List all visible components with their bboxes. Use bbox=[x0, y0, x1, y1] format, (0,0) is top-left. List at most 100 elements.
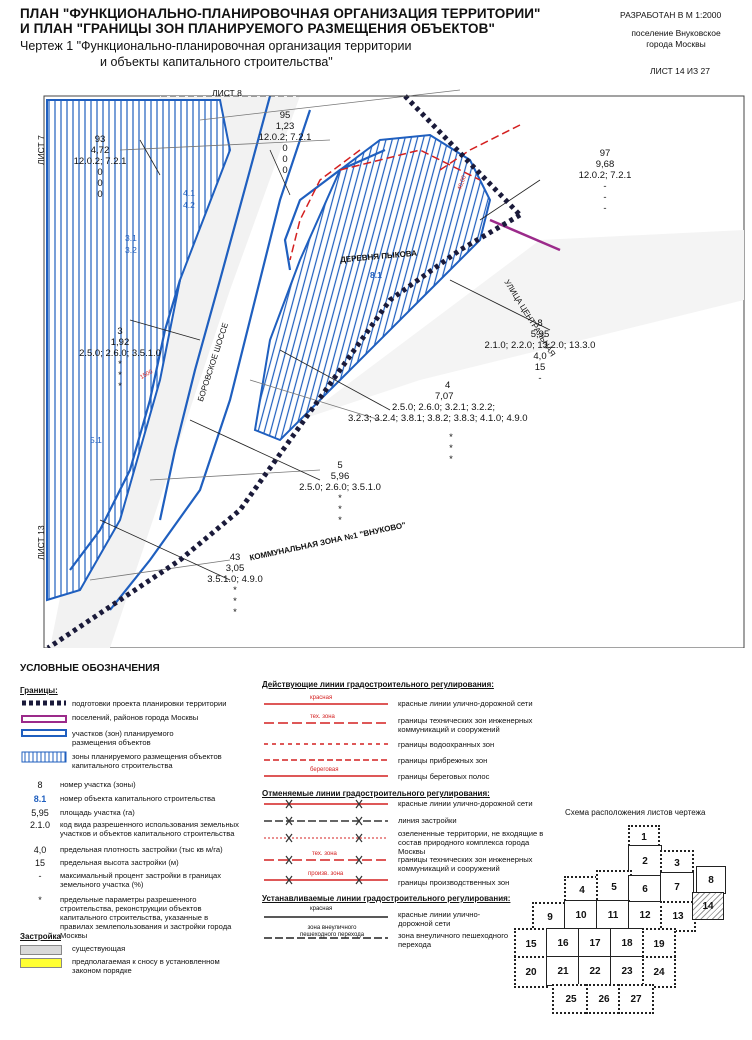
legend-border-settlement: поселений, районов города Москвы bbox=[72, 713, 199, 722]
sheet-cell-25[interactable]: 25 bbox=[552, 984, 590, 1014]
zone-param: * bbox=[233, 585, 237, 596]
sheet-cell-23[interactable]: 23 bbox=[610, 956, 644, 986]
legend-sym: * bbox=[38, 895, 42, 905]
sheet-cell-19[interactable]: 19 bbox=[642, 928, 676, 960]
zone-param: * bbox=[233, 596, 237, 607]
legend-cancel-head: Отменяемые линии градостроительного регу… bbox=[262, 789, 490, 798]
place-line-2: города Москвы bbox=[646, 39, 706, 49]
zone-label-43[interactable]: 43 3,05 3.5.1.0; 4.9.0 * * * bbox=[190, 552, 280, 618]
sheet-cell-24[interactable]: 24 bbox=[642, 956, 676, 988]
legend-build-demolish-swatch bbox=[20, 958, 62, 968]
sheet-cell-26[interactable]: 26 bbox=[586, 984, 622, 1014]
zone-num: 93 bbox=[94, 134, 106, 145]
zone-param: * bbox=[233, 607, 237, 618]
zone-label-93[interactable]: 93 4,72 12.0.2; 7.2.1 0 0 0 bbox=[60, 134, 140, 200]
sheet-cell-18[interactable]: 18 bbox=[610, 928, 644, 958]
zone-param: 0 bbox=[97, 167, 103, 178]
project-boundary-north bbox=[403, 94, 522, 217]
zone-param: * bbox=[449, 454, 453, 465]
sheet-ref-8[interactable]: ЛИСТ 8 bbox=[212, 88, 242, 98]
legend-sym: - bbox=[38, 871, 42, 881]
zone-area: 5,96 bbox=[330, 471, 350, 482]
sheet-cell-7[interactable]: 7 bbox=[660, 872, 694, 903]
sheet-cell-16[interactable]: 16 bbox=[546, 928, 580, 958]
zone-param: - bbox=[603, 192, 607, 203]
legend-sym: 4,0 bbox=[33, 845, 47, 855]
sheet-cell-5[interactable]: 5 bbox=[596, 870, 632, 904]
zone-codes: 12.0.2; 7.2.1 bbox=[258, 132, 312, 143]
sheet-cell-15[interactable]: 15 bbox=[514, 928, 548, 960]
sheet-cell-3[interactable]: 3 bbox=[660, 850, 694, 876]
legend-set-item: зона внеуличного пешеходного перехода bbox=[398, 931, 509, 949]
sheet-number: ЛИСТ 14 ИЗ 27 bbox=[650, 66, 710, 76]
sheet-cell-1[interactable]: 1 bbox=[628, 825, 660, 849]
zone-codes: 2.1.0; 2.2.0; 13.2.0; 13.3.0 bbox=[484, 340, 596, 351]
sheet-cell-17[interactable]: 17 bbox=[578, 928, 612, 958]
object-label: 4.2 bbox=[183, 200, 195, 210]
zone-param: * bbox=[338, 504, 342, 515]
legend-tag: тех. зона bbox=[310, 714, 335, 720]
legend-cancel-item: линия застройки bbox=[398, 816, 457, 825]
sheet-ref-13[interactable]: ЛИСТ 13 bbox=[36, 525, 46, 560]
zone-label-97[interactable]: 97 9,68 12.0.2; 7.2.1 - - - bbox=[565, 148, 645, 214]
zone-num: 4 bbox=[445, 380, 451, 391]
legend-tag: красная bbox=[310, 906, 333, 912]
object-label: 8.1 bbox=[370, 270, 382, 280]
zone-num: 8 bbox=[537, 318, 543, 329]
zone-label-4[interactable]: 4 7,07 2.5.0; 2.6.0; 3.2.1; 3.2.2; 3.2.3… bbox=[330, 380, 580, 424]
legend-sym-text: предельные параметры разрешенного строит… bbox=[60, 895, 232, 940]
legend-sym-text: максимальный процент застройки в граница… bbox=[60, 871, 222, 889]
sheet-cell-9[interactable]: 9 bbox=[532, 902, 568, 932]
legend-tag: красная bbox=[310, 695, 333, 701]
sheet-cell-6[interactable]: 6 bbox=[628, 875, 662, 903]
zone-label-8[interactable]: 8 5,95 2.1.0; 2.2.0; 13.2.0; 13.3.0 4,0 … bbox=[470, 318, 610, 384]
zone-area: 4,72 bbox=[90, 145, 110, 156]
legend-active-head: Действующие линии градостроительного рег… bbox=[262, 680, 494, 689]
title-line-1: ПЛАН "ФУНКЦИОНАЛЬНО-ПЛАНИРОВОЧНАЯ ОРГАНИ… bbox=[20, 6, 541, 21]
hatched-zone-east bbox=[253, 133, 492, 442]
legend-title: УСЛОВНЫЕ ОБОЗНАЧЕНИЯ bbox=[20, 663, 160, 674]
zone-param: 0 bbox=[97, 178, 103, 189]
zone-area: 7,07 bbox=[435, 391, 454, 402]
zone-param: * bbox=[118, 370, 122, 381]
legend-sym-text: предельная плотность застройки (тыс кв м… bbox=[60, 845, 223, 854]
sheet-cell-13[interactable]: 13 bbox=[660, 901, 696, 932]
zone-label-95[interactable]: 95 1,23 12.0.2; 7.2.1 0 0 0 bbox=[245, 110, 325, 176]
sheet-cell-27[interactable]: 27 bbox=[618, 984, 654, 1014]
subtitle-line-2: и объекты капитального строительства" bbox=[100, 55, 333, 69]
sheet-cell-12[interactable]: 12 bbox=[628, 901, 662, 930]
legend-active-item: границы береговых полос bbox=[398, 772, 490, 781]
legend-sym-text: предельная высота застройки (м) bbox=[60, 858, 179, 867]
zone-label-5[interactable]: 5 5,96 2.5.0; 2.6.0; 3.5.1.0 * * * bbox=[280, 460, 400, 526]
legend-tag: тех. зона bbox=[312, 851, 337, 857]
legend-border-plots: участков (зон) планируемого размещения о… bbox=[72, 729, 174, 747]
legend-sym: 5,95 bbox=[31, 808, 49, 818]
sheet-cell-10[interactable]: 10 bbox=[564, 900, 598, 930]
sheet-cell-4[interactable]: 4 bbox=[564, 876, 600, 904]
map-drawing bbox=[43, 89, 745, 651]
title-line-2: И ПЛАН "ГРАНИЦЫ ЗОН ПЛАНИРУЕМОГО РАЗМЕЩЕ… bbox=[20, 21, 495, 36]
legend-cancel-item: красные линии улично-дорожной сети bbox=[398, 799, 533, 808]
scale-text: РАЗРАБОТАН В М 1:2000 bbox=[620, 10, 722, 20]
sheet-cell-14[interactable]: 14 bbox=[692, 892, 724, 920]
legend-build-head: Застройка bbox=[20, 932, 61, 941]
legend-cancel-item: границы технических зон инженерных комму… bbox=[398, 855, 533, 873]
sheet-cell-22[interactable]: 22 bbox=[578, 956, 612, 986]
object-label: 3.2 bbox=[125, 245, 137, 255]
sheet-cell-11[interactable]: 11 bbox=[596, 900, 630, 930]
sheet-cell-2[interactable]: 2 bbox=[628, 845, 662, 877]
zone-num: 3 bbox=[117, 326, 123, 337]
zone-param: 0 bbox=[282, 143, 288, 154]
zone-param: 0 bbox=[282, 154, 288, 165]
legend-border-project: подготовки проекта планировки территории bbox=[72, 699, 227, 708]
zone-label-3[interactable]: 3 1,92 2.5.0; 2.6.0; 3.5.1.0 * * * bbox=[60, 326, 180, 392]
zone-param: - bbox=[538, 373, 542, 384]
legend-tag: зона внеуличного пешеходного перехода bbox=[299, 925, 365, 938]
zone-area: 3,05 bbox=[225, 563, 245, 574]
sheet-cell-8[interactable]: 8 bbox=[696, 866, 726, 894]
sheet-cell-21[interactable]: 21 bbox=[546, 956, 580, 986]
sheet-ref-7[interactable]: ЛИСТ 7 bbox=[36, 135, 46, 165]
legend-build-demolish: предполагаемая к сносу в установленном з… bbox=[72, 957, 220, 975]
sheet-cell-20[interactable]: 20 bbox=[514, 956, 548, 988]
zone-codes: 12.0.2; 7.2.1 bbox=[73, 156, 127, 167]
